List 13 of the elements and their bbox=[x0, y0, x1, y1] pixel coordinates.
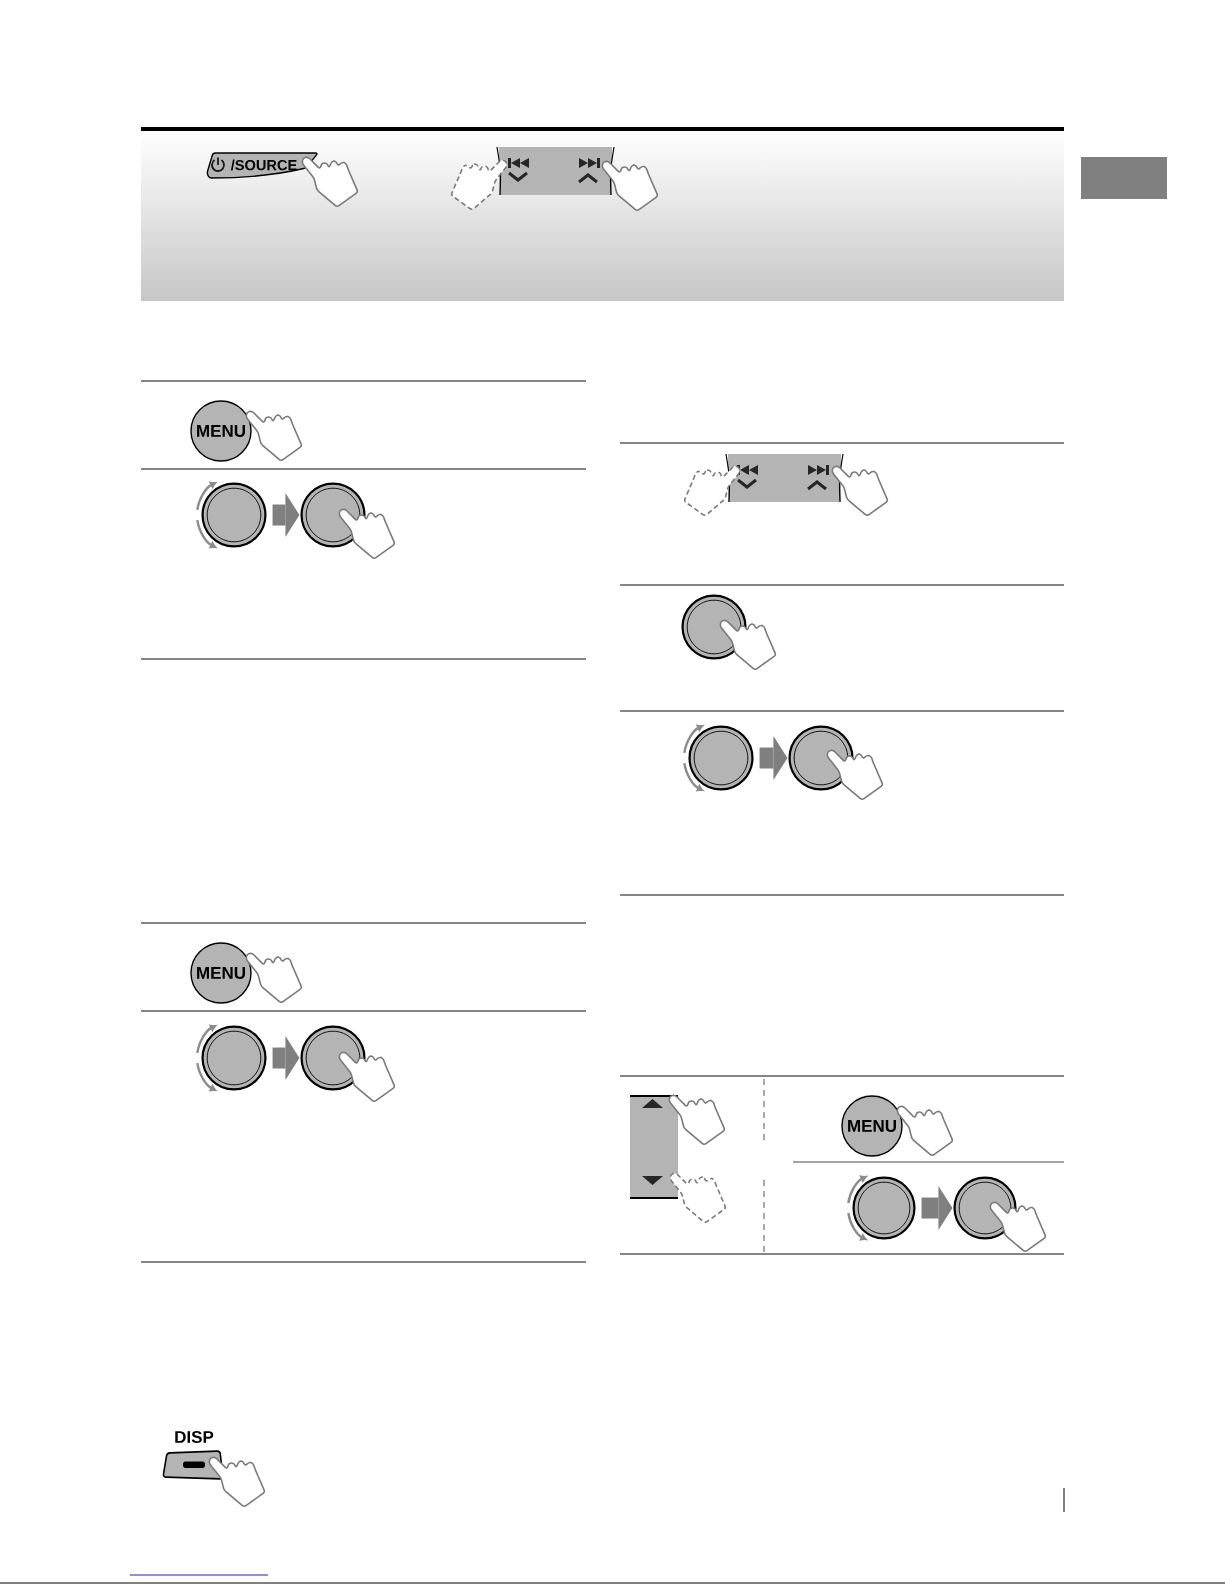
block-arrow bbox=[921, 1186, 953, 1230]
block-arrow bbox=[272, 493, 300, 537]
round-button: MENU bbox=[190, 400, 252, 462]
node-label: DISP bbox=[175, 1431, 214, 1444]
block-arrow bbox=[759, 736, 788, 780]
round-button: MENU bbox=[190, 942, 252, 1004]
control-knob bbox=[201, 482, 267, 548]
round-button: MENU bbox=[841, 1095, 903, 1157]
control-knob bbox=[852, 1176, 916, 1240]
tab-marker bbox=[1081, 157, 1167, 199]
control-knob bbox=[688, 725, 754, 791]
block-arrow bbox=[272, 1036, 300, 1080]
control-knob bbox=[201, 1025, 267, 1091]
